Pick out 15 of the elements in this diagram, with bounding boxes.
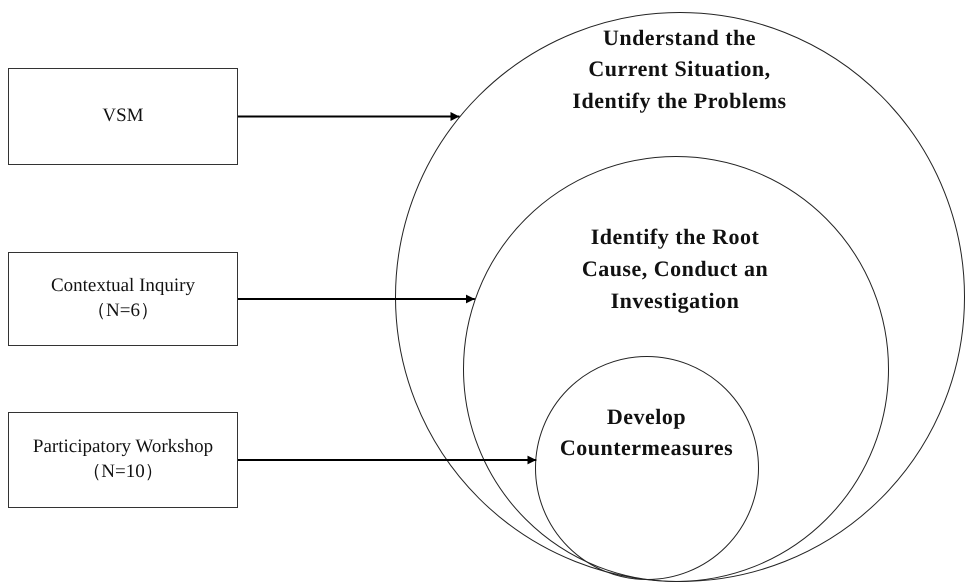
method-label: Contextual Inquiry （N=6） (50, 274, 196, 323)
method-box (8, 252, 238, 346)
arrow (238, 456, 536, 464)
method-label: Participatory Workshop （N=10） (32, 435, 214, 484)
arrow (238, 112, 460, 121)
stage-label: Develop Countermeasures (558, 402, 734, 462)
method-label: VSM (101, 104, 145, 128)
middle-circle (462, 156, 888, 582)
stage-label: Understand the Current Situation, Identify the Problems (571, 24, 788, 116)
arrow (238, 294, 475, 304)
stage-label: Identify the Root Cause, Conduct an Investigation (580, 223, 770, 315)
method-box (8, 412, 238, 508)
inner-circle (535, 356, 759, 580)
method-box (8, 68, 238, 165)
outer-circle (395, 12, 965, 582)
